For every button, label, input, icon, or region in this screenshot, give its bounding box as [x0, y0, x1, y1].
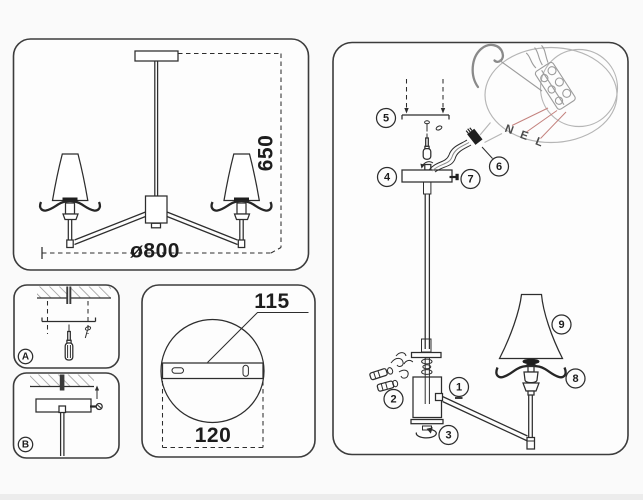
screw-icon [84, 326, 92, 339]
slot-right [242, 364, 249, 377]
callout-6 [488, 156, 510, 177]
callout-8 [565, 368, 586, 389]
terminal-connector [465, 127, 483, 145]
canopy-plate [401, 169, 453, 183]
terminal-label-live: L [533, 136, 544, 150]
callout-1-label: 1 [456, 382, 462, 394]
step-a-badge [17, 348, 34, 365]
screw-icon [424, 120, 443, 132]
hub-assembly [410, 338, 444, 431]
side-screw-icon [90, 402, 103, 411]
up-arrow [94, 385, 100, 399]
panel-overview-frame [12, 38, 310, 271]
step-a-drawing: A [17, 286, 111, 365]
callout-3-label: 3 [445, 430, 451, 442]
dimension-lines [41, 52, 282, 259]
exploded-assembly-drawing: 5 4 7 6 [369, 43, 619, 450]
screwdriver-icon [422, 133, 432, 160]
terminal-label-neutral: N [503, 123, 515, 137]
wire-connectors [369, 352, 414, 392]
lamp-shade [498, 293, 564, 360]
panel-step-b-frame [12, 372, 120, 459]
ceiling-plate [134, 50, 179, 62]
terminal-label-earth: E [518, 129, 530, 143]
supply-wires [428, 139, 472, 173]
rotate-arrow-small [420, 161, 434, 169]
callout-5 [375, 107, 397, 129]
terminal-magnifier-detail: N E L [471, 43, 619, 150]
lamp-arm-right [166, 211, 238, 246]
callout-2 [383, 388, 404, 410]
step-b-drawing: B [17, 374, 103, 456]
diameter-dimension-label: ø800 [130, 240, 180, 263]
callout-4-label: 4 [384, 172, 391, 184]
plate-width-label: 120 [195, 424, 232, 447]
screwdriver-icon [64, 324, 74, 361]
callout-1 [448, 376, 470, 398]
callout-9 [551, 314, 572, 335]
callout-2-label: 2 [390, 394, 396, 406]
lamp-arm [442, 395, 528, 442]
decor-bracket-left [38, 199, 102, 212]
page-bottom-shadow [0, 494, 643, 500]
panel-step-a-frame [13, 284, 120, 369]
canopy-screw-icon [449, 173, 459, 181]
ceiling-hatch [37, 286, 111, 298]
callout-4 [376, 166, 398, 188]
mounting-bracket [41, 317, 97, 323]
hole-spacing-label: 115 [254, 290, 289, 313]
threaded-pipe [59, 374, 65, 391]
bracket-and-screwdriver [401, 79, 450, 160]
terminal-block-enlarged [525, 44, 576, 110]
lamp-assembly [495, 293, 567, 450]
step-b-label: B [22, 440, 29, 451]
arm-socket [434, 392, 444, 402]
panel-exploded-frame [332, 41, 629, 456]
callout-7 [460, 168, 481, 190]
callout-7-label: 7 [467, 174, 473, 186]
callout-5-label: 5 [383, 113, 389, 125]
height-dimension-label: 650 [255, 135, 278, 172]
leader-line-115 [207, 312, 309, 363]
callout-9-label: 9 [558, 319, 564, 331]
central-stem [423, 181, 432, 349]
callout-3 [438, 424, 459, 446]
chandelier-overview-drawing: 650 ø800 [38, 50, 282, 263]
lamp-left [38, 153, 102, 249]
step-a-label: A [22, 352, 29, 363]
mounting-bar [161, 362, 264, 380]
callout-8-label: 8 [572, 373, 578, 385]
callout-6-label: 6 [496, 161, 502, 173]
step-b-badge [17, 436, 34, 453]
lamp-arm-left [74, 211, 146, 246]
mounting-plate-detail-drawing: 115 120 [160, 290, 309, 449]
lamp-shade-left [51, 153, 89, 202]
central-hub [144, 195, 168, 224]
rotate-arrow [415, 427, 437, 439]
slot-left [171, 367, 184, 374]
